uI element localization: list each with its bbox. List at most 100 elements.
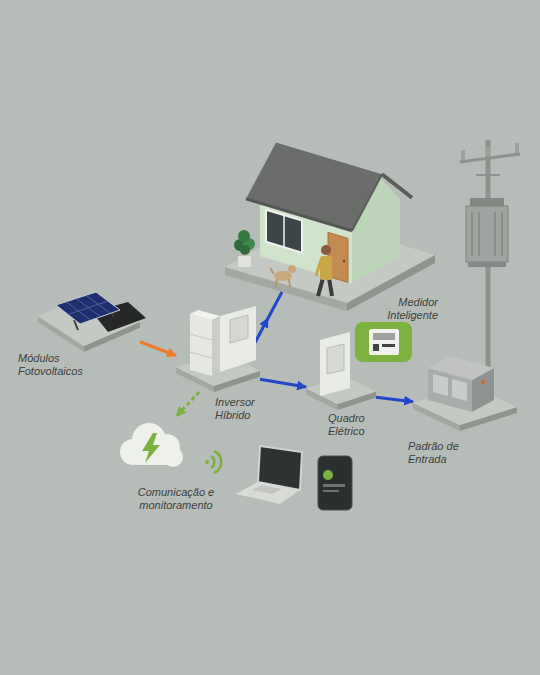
cloud-node: Comunicação e monitoramento (115, 416, 187, 470)
node-label: Quadro Elétrico (328, 412, 374, 438)
utility-pole (460, 140, 520, 398)
wifi-symbol (205, 451, 221, 473)
person (320, 256, 332, 280)
transformer (471, 212, 473, 256)
meter-outline (355, 322, 412, 362)
slab-outline (176, 352, 260, 392)
panel-platform: Quadro Elétrico (306, 376, 376, 410)
person (329, 278, 332, 296)
house (382, 174, 412, 198)
transformer (468, 262, 506, 267)
meter-symbol (369, 329, 399, 355)
laptop (252, 485, 282, 494)
meter-badge (355, 322, 412, 362)
meter-display (373, 333, 395, 340)
house (246, 199, 352, 231)
dog (270, 268, 274, 274)
potted-plant (240, 245, 250, 255)
house (343, 260, 346, 263)
solar-panel (76, 299, 100, 317)
smartphone (323, 490, 339, 492)
service-entrance-cabinet (452, 379, 467, 401)
transformer (501, 212, 503, 256)
platform-top (306, 376, 376, 404)
utility-pole (476, 174, 500, 176)
hybrid-inverter (220, 306, 256, 372)
solar-panel (92, 302, 146, 332)
hybrid-inverter (190, 310, 220, 320)
node-label: Padrão de Entrada (408, 440, 464, 466)
dog (289, 279, 290, 287)
platform-top (413, 385, 517, 425)
electrical-panel (320, 332, 350, 396)
smartphone (318, 456, 352, 510)
hybrid-inverter (212, 316, 220, 376)
potted-plant (234, 239, 246, 251)
house (352, 172, 400, 283)
potted-plant (234, 230, 255, 267)
potted-plant (243, 238, 255, 250)
house (283, 215, 285, 247)
utility-pole (486, 146, 490, 156)
hybrid-inverter (190, 334, 212, 340)
laptop (236, 446, 302, 504)
node-label: Inversor Híbrido (215, 396, 265, 422)
hybrid-inverter (190, 306, 256, 376)
house-power-line (250, 292, 282, 352)
flow-arrow (176, 392, 199, 416)
solar-panel (74, 320, 78, 330)
dog (276, 279, 277, 287)
person (321, 245, 331, 255)
smartphone (323, 470, 333, 480)
platform-top (176, 352, 260, 386)
flow-arrow (140, 342, 176, 356)
hybrid-inverter (230, 315, 248, 343)
hybrid-inverter (190, 352, 212, 358)
service-entrance-cabinet (433, 374, 448, 396)
transformer (466, 198, 508, 267)
hybrid-inverter (190, 314, 212, 376)
solar-panel (56, 292, 120, 324)
dog (270, 265, 296, 287)
solar-panel (86, 295, 110, 313)
electrical-panel (320, 332, 350, 396)
person (318, 278, 323, 296)
laptop (258, 446, 302, 490)
solar-panel (110, 308, 114, 318)
house (225, 267, 347, 311)
service-entrance-cabinet (428, 368, 472, 412)
utility-pole (461, 150, 465, 160)
node-label: Medidor Inteligente (378, 296, 438, 322)
lightning-symbol (142, 433, 160, 463)
house (266, 210, 302, 253)
solar-panel (68, 301, 108, 315)
node-label: Comunicação e monitoramento (130, 486, 222, 512)
service-entrance-cabinet (481, 380, 485, 384)
house-power-line (250, 292, 282, 352)
slab-outline (413, 385, 517, 431)
transformer (470, 198, 504, 206)
meter-symbol (382, 344, 395, 347)
house (328, 232, 348, 282)
solar-panel (56, 292, 146, 332)
solar-panel (66, 302, 90, 320)
service-entrance-cabinet (428, 356, 494, 412)
utility-pole (460, 154, 520, 162)
service-entrance-cabinet (428, 356, 494, 380)
inverter-platform: Inversor Híbrido (176, 352, 260, 392)
potted-plant (238, 230, 250, 242)
wifi-symbol (214, 451, 221, 473)
transformer (466, 206, 508, 262)
person (316, 245, 332, 296)
flow-arrow (260, 379, 306, 387)
cloud-outline (115, 416, 187, 470)
utility-pole (486, 140, 491, 398)
dog (274, 271, 292, 281)
pv-module-platform: Módulos Fotovoltaicos (38, 292, 140, 352)
transformer (478, 212, 480, 256)
utility-pole (515, 143, 519, 153)
smart-meter-box: Medidor Inteligente (355, 322, 412, 362)
entrance-platform: Padrão de Entrada (413, 385, 517, 431)
house (352, 174, 382, 231)
service-entrance-cabinet (472, 368, 494, 412)
